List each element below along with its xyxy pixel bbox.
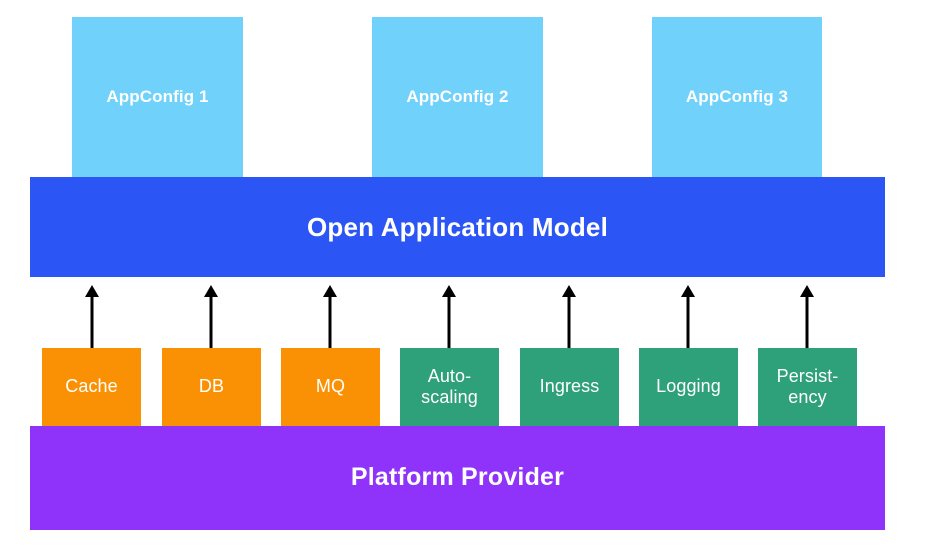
service-label: Logging <box>656 376 721 397</box>
service-label-line: MQ <box>315 376 346 397</box>
appconfig-label: AppConfig 1 <box>106 86 209 106</box>
oam-band-label: Open Application Model <box>307 211 608 242</box>
arrow-head-icon <box>800 285 814 297</box>
arrow-cache <box>84 285 100 348</box>
arrow-shaft <box>328 295 332 348</box>
arrow-shaft <box>805 295 809 348</box>
service-label-line: Cache <box>65 376 118 397</box>
arrow-shaft <box>567 295 571 348</box>
arrow-head-icon <box>204 285 218 297</box>
arrow-ingress <box>561 285 577 348</box>
service-label: DB <box>199 376 224 397</box>
service-box: Auto-scaling <box>400 348 499 426</box>
service-label-line: Persist- <box>776 365 839 386</box>
service-label: Cache <box>65 376 118 397</box>
appconfig-label: AppConfig 2 <box>406 86 509 106</box>
platform-provider-band: Platform Provider <box>30 426 885 530</box>
service-label: Persist-ency <box>777 366 839 408</box>
service-box: Ingress <box>520 348 619 426</box>
service-label: Ingress <box>540 376 600 397</box>
arrow-head-icon <box>681 285 695 297</box>
service-label-line: Logging <box>656 376 721 397</box>
arrow-shaft <box>90 295 94 348</box>
arrow-head-icon <box>85 285 99 297</box>
service-label-line: ency <box>788 387 827 407</box>
open-application-model-band: Open Application Model <box>30 177 885 277</box>
arrow-shaft <box>686 295 690 348</box>
service-label-line: DB <box>198 376 225 397</box>
arrow-shaft <box>447 295 451 348</box>
arrow-head-icon <box>442 285 456 297</box>
service-label-line: Auto- <box>427 365 472 386</box>
arrow-mq <box>322 285 338 348</box>
appconfig-box: AppConfig 3 <box>652 17 822 177</box>
arrow-db <box>203 285 219 348</box>
service-box: Persist-ency <box>758 348 857 426</box>
arrow-head-icon <box>323 285 337 297</box>
service-box: MQ <box>281 348 380 426</box>
appconfig-box: AppConfig 1 <box>72 17 243 177</box>
service-box: DB <box>162 348 261 426</box>
arrow-logging <box>680 285 696 348</box>
platform-provider-label: Platform Provider <box>350 463 565 492</box>
service-label-line: scaling <box>421 387 478 407</box>
appconfig-label: AppConfig 3 <box>685 86 789 106</box>
service-label-line: Ingress <box>539 376 600 397</box>
arrow-head-icon <box>562 285 576 297</box>
arrow-persistency <box>799 285 815 348</box>
appconfig-box: AppConfig 2 <box>372 17 543 177</box>
service-box: Logging <box>639 348 738 426</box>
arrow-shaft <box>209 295 213 348</box>
service-box: Cache <box>42 348 141 426</box>
service-label: Auto-scaling <box>421 366 478 408</box>
arrow-autoscaling <box>441 285 457 348</box>
service-label: MQ <box>316 376 345 397</box>
